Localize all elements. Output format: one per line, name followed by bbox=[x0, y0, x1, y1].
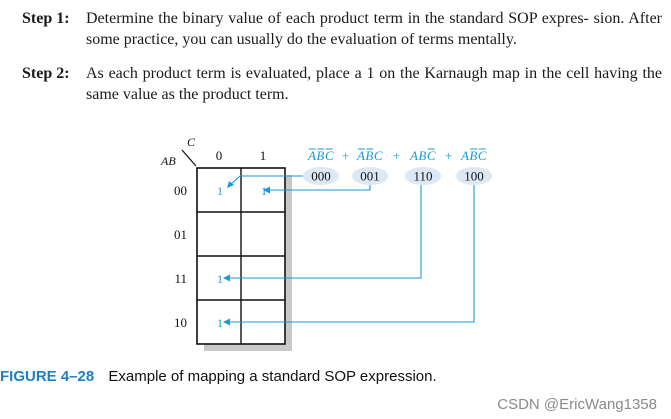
binary-bubble bbox=[352, 167, 388, 185]
plus-operator: + bbox=[393, 148, 400, 163]
binary-bubble bbox=[405, 167, 441, 185]
step-2-text: As each product term is evaluated, place… bbox=[86, 65, 662, 103]
product-term: ABC bbox=[307, 148, 334, 163]
kmap-row-variable: AB bbox=[160, 154, 176, 168]
kmap-row-header: 00 bbox=[174, 183, 187, 198]
binary-bubble bbox=[456, 167, 492, 185]
figure-caption-text: Example of mapping a standard SOP expres… bbox=[108, 368, 437, 385]
figure-caption: FIGURE 4–28 Example of mapping a standar… bbox=[0, 368, 437, 385]
connector-line bbox=[230, 185, 422, 279]
connector-line bbox=[230, 185, 475, 323]
kmap-row-header: 11 bbox=[174, 271, 187, 286]
connector-arrowhead bbox=[223, 274, 230, 282]
steps-list: Step 1: Determine the binary value of ea… bbox=[22, 8, 662, 118]
kmap-row-header: 10 bbox=[174, 315, 187, 330]
step-1-text: Determine the binary value of each produ… bbox=[86, 10, 662, 48]
plus-operator: + bbox=[342, 148, 349, 163]
connector-arrowhead bbox=[263, 186, 270, 194]
figure-number: FIGURE 4–28 bbox=[0, 368, 95, 385]
kmap-row-header: 01 bbox=[174, 227, 187, 242]
binary-value: 110 bbox=[413, 169, 432, 184]
product-term: ABC bbox=[460, 148, 487, 163]
kmap-corner-diagonal bbox=[181, 149, 197, 167]
kmap-column-header: 0 bbox=[216, 148, 223, 163]
kmap-column-header: 1 bbox=[260, 148, 267, 163]
kmap-cell-value: 1 bbox=[217, 184, 223, 198]
kmap-column-variable: C bbox=[187, 135, 196, 149]
step-2-label: Step 2: bbox=[22, 65, 70, 82]
step-1: Step 1: Determine the binary value of ea… bbox=[22, 8, 662, 50]
binary-value: 000 bbox=[311, 169, 331, 184]
product-term: ABC bbox=[356, 148, 383, 163]
connector-arrowhead bbox=[223, 318, 230, 326]
binary-value: 100 bbox=[464, 169, 484, 184]
product-term: ABC bbox=[409, 148, 436, 163]
kmap-cell-value: 1 bbox=[217, 272, 223, 286]
kmap-cell-value: 1 bbox=[261, 184, 267, 198]
plus-operator: + bbox=[445, 148, 452, 163]
binary-bubble bbox=[303, 167, 339, 185]
watermark: CSDN @EricWang1358 bbox=[497, 396, 657, 413]
kmap-cell-value: 1 bbox=[217, 316, 223, 330]
connector-line bbox=[270, 185, 371, 191]
step-2: Step 2: As each product term is evaluate… bbox=[22, 63, 662, 105]
connector-line bbox=[229, 175, 303, 186]
step-1-label: Step 1: bbox=[22, 10, 70, 27]
connector-arrowhead bbox=[227, 181, 234, 188]
binary-value: 001 bbox=[360, 169, 380, 184]
